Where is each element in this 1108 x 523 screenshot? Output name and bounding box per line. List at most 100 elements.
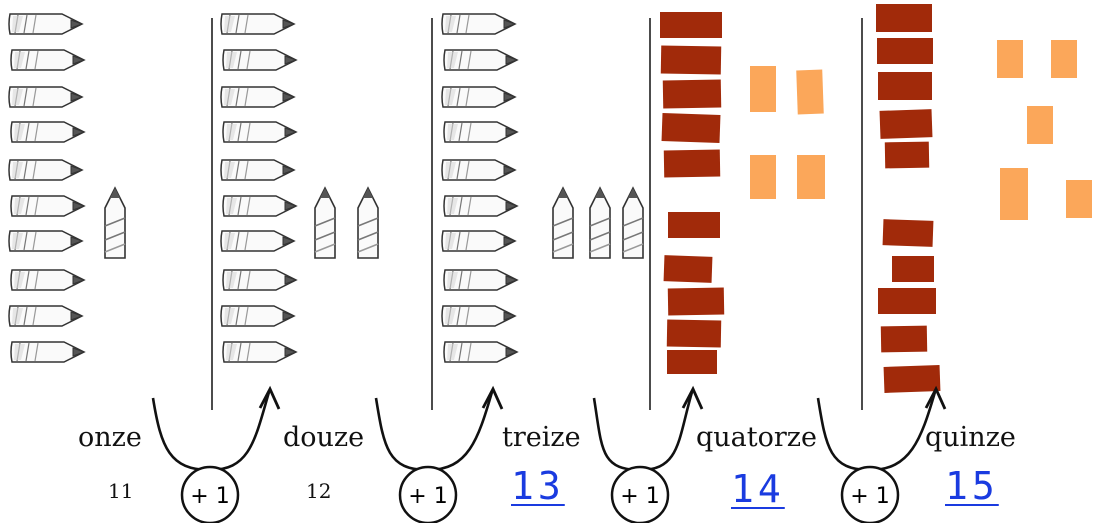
orange-tile <box>1066 180 1092 218</box>
plus-one-step: + 1 <box>816 385 947 523</box>
orange-tile <box>797 155 825 199</box>
pencil-horizontal <box>8 86 83 108</box>
orange-tile <box>1000 168 1028 220</box>
pencil-horizontal <box>222 121 297 143</box>
red-brick <box>662 79 722 109</box>
red-brick <box>892 256 934 282</box>
arrow-curve <box>151 391 271 472</box>
pencil-horizontal <box>441 86 516 108</box>
pencil-horizontal <box>441 305 516 327</box>
pencil-horizontal <box>8 13 83 35</box>
orange-tile <box>750 155 776 199</box>
pencil-horizontal <box>10 195 85 217</box>
plus-one-label: + 1 <box>190 484 229 509</box>
pencil-horizontal <box>220 86 295 108</box>
plus-one-circle <box>840 465 900 523</box>
red-brick <box>878 288 936 314</box>
arrow-curve <box>592 391 694 472</box>
arrow-head-icon <box>924 385 947 410</box>
pencil-horizontal <box>443 49 518 71</box>
pencil-horizontal <box>220 159 295 181</box>
red-brick <box>663 149 721 178</box>
red-brick <box>878 72 932 100</box>
red-brick <box>667 287 725 316</box>
red-brick <box>876 4 932 32</box>
pencil-horizontal <box>10 269 85 291</box>
pencil-vertical <box>104 187 126 259</box>
red-brick <box>883 365 941 393</box>
orange-tile <box>1051 40 1077 78</box>
pencil-bundle-ten <box>220 13 297 363</box>
plus-one-circle <box>398 465 458 523</box>
plus-one-label: + 1 <box>620 484 659 509</box>
pencil-horizontal <box>10 49 85 71</box>
pencil-bundle-ten <box>441 13 518 363</box>
pencil-horizontal <box>222 269 297 291</box>
word-12: douze <box>283 422 365 453</box>
pencil-horizontal <box>222 195 297 217</box>
plus-one-circle <box>610 465 670 523</box>
arrow-head-icon <box>481 385 504 410</box>
pencil-horizontal <box>443 341 518 363</box>
pencil-horizontal <box>220 13 295 35</box>
pencil-vertical <box>552 187 574 259</box>
arrow-curve <box>374 391 494 472</box>
pencil-bundles <box>8 13 644 363</box>
pencil-horizontal <box>222 49 297 71</box>
plus-one-step: + 1 <box>374 385 504 523</box>
plus-one-label: + 1 <box>408 484 447 509</box>
pencil-horizontal <box>441 159 516 181</box>
pencil-vertical <box>622 187 644 259</box>
red-brick <box>882 219 934 247</box>
red-brick <box>663 255 713 283</box>
red-brick <box>660 45 722 75</box>
word-15: quinze <box>925 422 1016 453</box>
red-brick <box>879 109 933 139</box>
red-brick <box>884 141 930 169</box>
number-14: 14 <box>731 467 785 511</box>
orange-tile <box>997 40 1023 78</box>
red-brick <box>877 38 933 64</box>
column-dividers <box>211 18 863 410</box>
red-brick <box>667 350 717 374</box>
number-15: 15 <box>945 464 999 508</box>
pencil-vertical <box>589 187 611 259</box>
plus-one-arrows: + 1 + 1 + 1 + 1 <box>151 385 947 523</box>
arrow-head-icon <box>258 385 281 410</box>
red-brick <box>661 112 721 144</box>
plus-one-step: + 1 <box>592 385 704 523</box>
number-11: 11 <box>108 479 134 503</box>
arrow-curve <box>816 391 937 472</box>
number-13: 13 <box>511 464 565 508</box>
pencil-horizontal <box>443 121 518 143</box>
pencil-horizontal <box>441 13 516 35</box>
red-brick <box>666 319 722 348</box>
pencil-horizontal <box>10 341 85 363</box>
pencil-horizontal <box>8 230 83 252</box>
brick-groups <box>660 4 1092 393</box>
pencil-vertical <box>314 187 336 259</box>
pencil-horizontal <box>443 195 518 217</box>
word-11: onze <box>78 422 142 453</box>
orange-tile <box>1027 106 1053 144</box>
word-13: treize <box>502 422 581 453</box>
plus-one-step: + 1 <box>151 385 281 523</box>
pencil-horizontal <box>10 121 85 143</box>
pencil-horizontal <box>441 230 516 252</box>
orange-tile <box>750 66 776 112</box>
red-brick <box>668 212 720 238</box>
pencil-horizontal <box>222 341 297 363</box>
pencil-vertical <box>357 187 379 259</box>
loose-pencils <box>104 187 126 259</box>
plus-one-circle <box>180 465 240 523</box>
pencil-horizontal <box>220 230 295 252</box>
loose-pencils <box>314 187 379 259</box>
pencil-horizontal <box>220 305 295 327</box>
pencil-horizontal <box>8 159 83 181</box>
plus-one-label: + 1 <box>850 484 889 509</box>
word-14: quatorze <box>696 422 817 453</box>
loose-pencils <box>552 187 644 259</box>
arrow-head-icon <box>681 385 704 410</box>
